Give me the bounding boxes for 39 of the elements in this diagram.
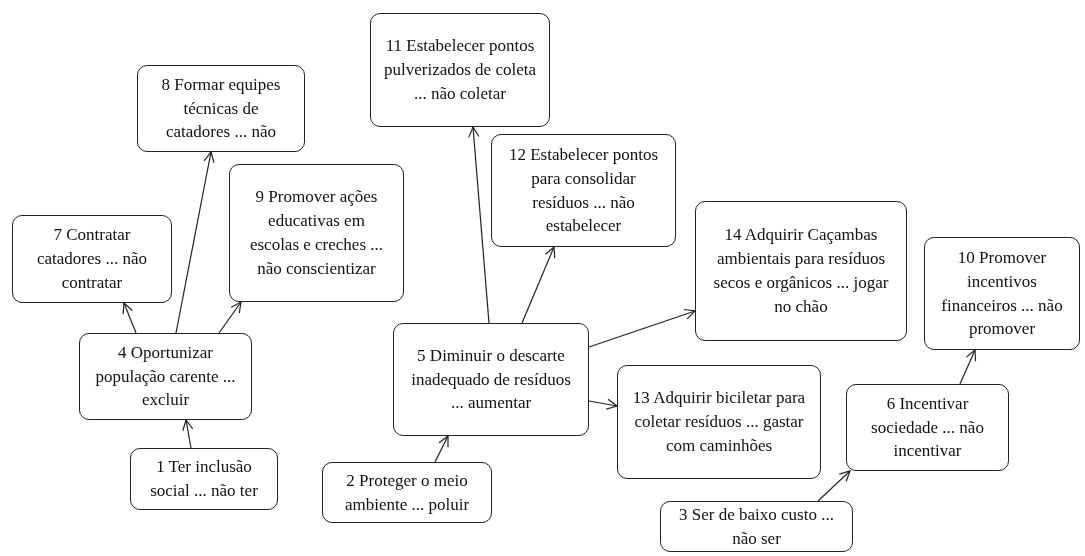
- concept-box: [491, 134, 676, 247]
- concept-box: [660, 501, 853, 552]
- arrow: [175, 151, 215, 334]
- arrow: [218, 301, 242, 334]
- concept-box: [695, 201, 907, 341]
- arrow: [468, 126, 490, 324]
- concept-text: 11 Estabelecer pontos pulverizados de coleta ... não coletar: [383, 35, 537, 105]
- concept-box: [79, 333, 252, 420]
- concept-text: 13 Adquirir biciletar para coletar resíduos ... gastar com caminhões: [631, 387, 807, 457]
- arrow: [959, 349, 977, 385]
- concept-box: [393, 323, 589, 436]
- concept-text: 6 Incentivar sociedade ... não incentivar: [870, 392, 985, 463]
- arrow: [521, 246, 556, 324]
- concept-box: [229, 164, 404, 302]
- concept-box: [137, 65, 305, 152]
- concept-box: [12, 215, 172, 303]
- arrow: [588, 398, 618, 410]
- arrow: [182, 419, 194, 449]
- arrow: [817, 470, 851, 502]
- concept-text: 2 Proteger o meio ambiente ... poluir: [343, 469, 471, 516]
- concept-text: 5 Diminuir o descarte inadequado de resíduos ... aumentar: [410, 344, 572, 415]
- concept-text: 4 Oportunizar população carente ... excluir: [94, 341, 237, 412]
- concept-box: [924, 237, 1080, 350]
- concept-text: 1 Ter inclusão social ... não ter: [149, 456, 259, 502]
- arrow: [434, 435, 449, 463]
- concept-text: 7 Contratar catadores ... não contratar: [36, 224, 148, 294]
- arrow: [588, 308, 696, 348]
- arrow: [122, 302, 137, 334]
- concept-text: 14 Adquirir Caçambas ambientais para resíduos secos e orgânicos ... jogar no chão: [712, 224, 890, 318]
- concept-box: [617, 365, 821, 479]
- concept-text: 9 Promover ações educativas em escolas e creches ... não conscientizar: [248, 186, 385, 280]
- concept-text: 10 Promover incentivos financeiros ... não promover: [940, 246, 1064, 341]
- concept-box: [846, 384, 1009, 471]
- concept-box: [130, 448, 278, 510]
- concept-box: [370, 13, 550, 127]
- concept-text: 3 Ser de baixo custo ... não ser: [678, 503, 835, 550]
- concept-text: 8 Formar equipes técnicas de catadores ... não: [160, 73, 282, 144]
- concept-text: 12 Estabelecer pontos para consolidar resíduos ... não estabelecer: [507, 143, 660, 238]
- concept-box: [322, 462, 492, 523]
